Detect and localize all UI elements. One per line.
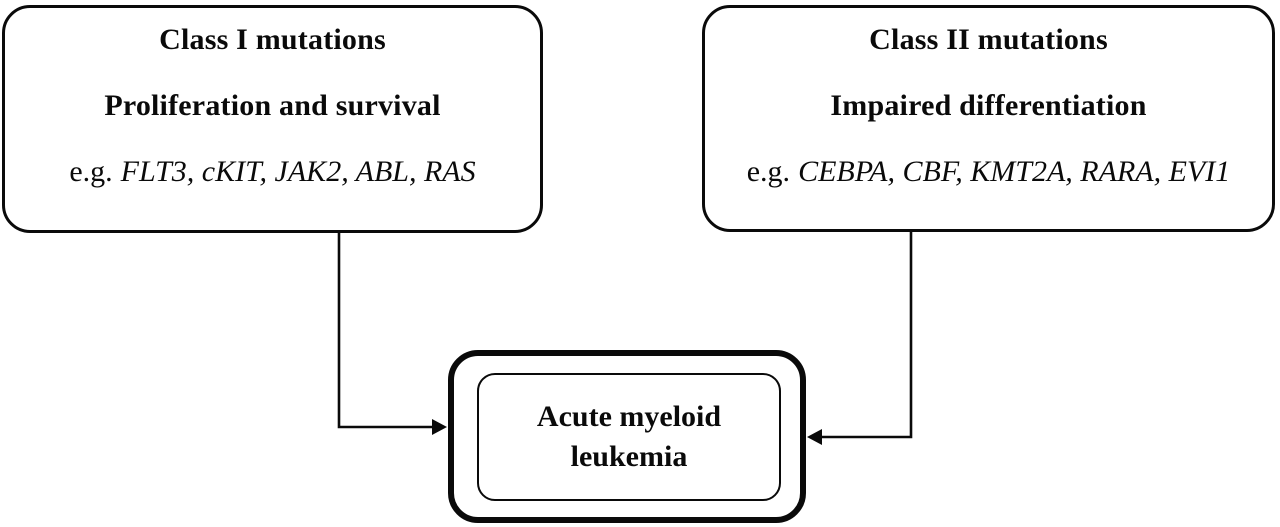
class1-title: Class I mutations [159, 23, 386, 56]
aml-label: Acute myeloid leukemia [536, 400, 722, 473]
class1-subtitle: Proliferation and survival [104, 89, 441, 122]
class1-examples: e.g.FLT3, cKIT, JAK2, ABL, RAS [69, 155, 475, 189]
class2-gene-list: CEBPA, CBF, KMT2A, RARA, EVI1 [798, 155, 1231, 188]
class2-subtitle: Impaired differentiation [830, 89, 1147, 122]
class1-to-aml-connector [337, 231, 433, 429]
class2-to-aml-arrowhead-icon [807, 429, 822, 445]
aml-box-inner: Acute myeloid leukemia [477, 373, 781, 501]
class2-examples: e.g.CEBPA, CBF, KMT2A, RARA, EVI1 [747, 155, 1231, 189]
class2-examples-prefix: e.g. [746, 155, 791, 188]
class2-to-aml-connector [821, 230, 913, 439]
class2-mutations-box: Class II mutations Impaired differentiat… [702, 5, 1275, 232]
class1-mutations-box: Class I mutations Proliferation and surv… [2, 5, 543, 233]
class1-gene-list: FLT3, cKIT, JAK2, ABL, RAS [120, 155, 476, 188]
class1-to-aml-arrowhead-icon [432, 419, 447, 435]
aml-box-outer: Acute myeloid leukemia [448, 350, 806, 523]
class1-examples-prefix: e.g. [69, 155, 113, 188]
class2-title: Class II mutations [869, 23, 1108, 56]
